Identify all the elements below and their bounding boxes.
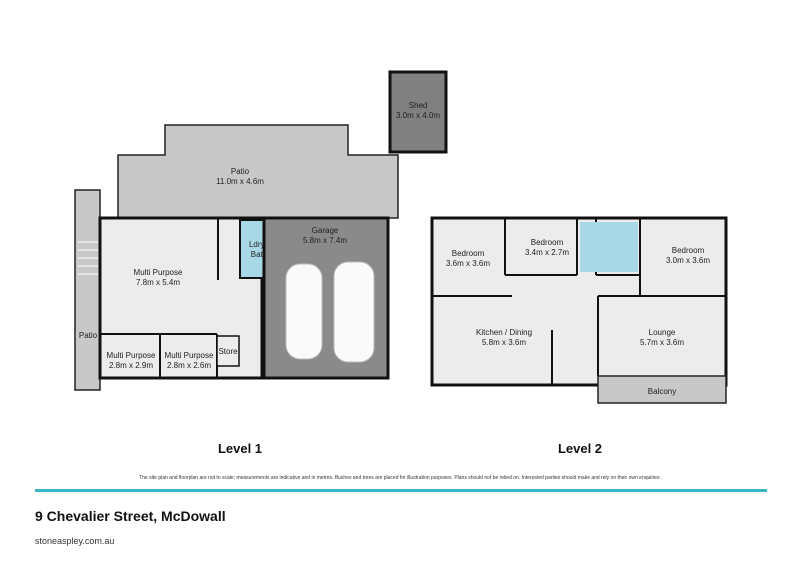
store-label: Store [218,347,238,356]
garage-label: Garage [312,226,339,235]
bed2-label: Bedroom [531,238,564,247]
level-1-label: Level 1 [218,441,262,456]
stairs-side [78,241,98,275]
multi-main-label: Multi Purpose [134,268,183,277]
patio-side-label: Patio [79,331,98,340]
bed1-size: 3.6m x 3.6m [446,259,490,268]
accent-divider [35,489,767,492]
garage-size: 5.8m x 7.4m [303,236,347,245]
patio-side [74,189,101,391]
patio-main-size: 11.0m x 4.6m [216,177,264,186]
bed3-label: Bedroom [672,246,705,255]
bed3-size: 3.0m x 3.6m [666,256,710,265]
balcony-label: Balcony [648,387,676,396]
kitchen-label: Kitchen / Dining [476,328,532,337]
multi-main-size: 7.8m x 5.4m [136,278,180,287]
multi-a-label: Multi Purpose [107,351,156,360]
patio-main [117,124,399,219]
agency-website: stoneaspley.com.au [35,536,115,546]
laundry-label-1: Ldry / [249,240,270,249]
level-2-outline [430,216,728,387]
interior-walls [432,218,726,385]
multi-a-size: 2.8m x 2.9m [109,361,153,370]
bed2-size: 3.4m x 2.7m [525,248,569,257]
shed [388,70,448,154]
lounge-label: Lounge [649,328,676,337]
car-icon [333,261,375,363]
car-icon [285,263,323,360]
store [216,335,240,367]
property-address: 9 Chevalier Street, McDowall [35,508,226,524]
bathroom [580,222,638,272]
level-1-plan: Shed 3.0m x 4.0m Patio 11.0m x 4.6m Pati… [74,70,448,456]
multi-b-label: Multi Purpose [165,351,214,360]
level-2-label: Level 2 [558,441,602,456]
shed-size: 3.0m x 4.0m [396,111,440,120]
kitchen-size: 5.8m x 3.6m [482,338,526,347]
level-2-plan: Balcony Bedroom 3.6m x 3.6m Bedroom 3.4m… [430,216,728,456]
bed1-label: Bedroom [452,249,485,258]
lounge-size: 5.7m x 3.6m [640,338,684,347]
balcony [597,375,727,404]
shed-label: Shed [409,101,428,110]
patio-main-label: Patio [231,167,250,176]
multi-b-size: 2.8m x 2.6m [167,361,211,370]
disclaimer: The site plan and floorplan are not to s… [139,475,661,481]
laundry-label-2: Bath [251,250,267,259]
